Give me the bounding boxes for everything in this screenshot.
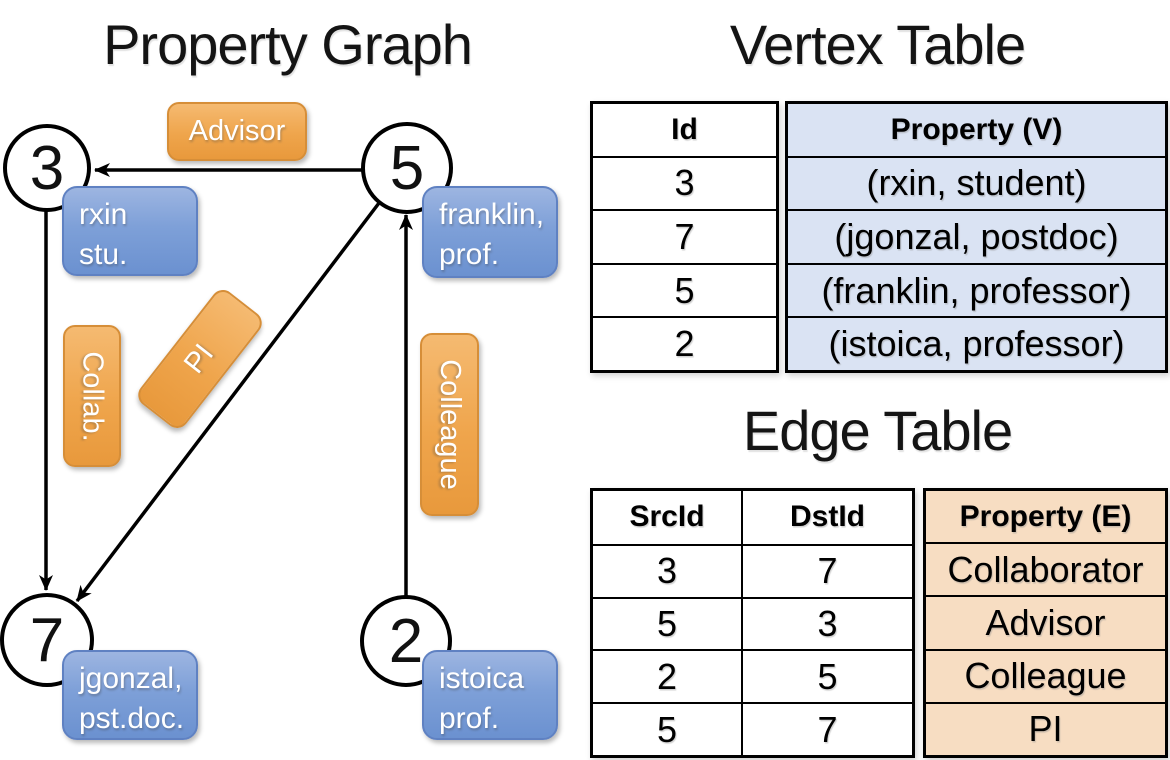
vertex-table-id-cell: 3 <box>593 155 776 210</box>
vertex-table-title: Vertex Table <box>729 13 1026 76</box>
vertex-property-5-line1: franklin, <box>439 198 545 231</box>
edge-table-property-header: Property (E) <box>926 491 1165 543</box>
edge-5-to-7 <box>75 201 381 603</box>
edge-table-ids-columns: SrcId DstId 3 7 5 3 2 5 5 7 <box>590 488 915 758</box>
property-graph-title: Property Graph <box>103 13 473 76</box>
vertex-table-property-header: Property (V) <box>788 104 1165 156</box>
vertex-table-id-header: Id <box>671 112 698 146</box>
vertex-table-id-cell: 5 <box>593 262 776 317</box>
node-id-7: 7 <box>29 605 65 675</box>
edge-table-property-cell: PI <box>926 701 1165 756</box>
edge-label-pi-text: PI <box>178 338 221 380</box>
node-id-2: 2 <box>388 606 424 676</box>
vertex-property-5-line2: prof. <box>439 237 500 271</box>
edge-table-dst-cell: 3 <box>741 596 912 650</box>
vertex-table-property-column: Property (V) (rxin, student) (jgonzal, p… <box>785 101 1168 373</box>
vertex-property-box-5: franklin, prof. <box>422 186 558 278</box>
edge-table-property-cell: Collaborator <box>926 542 1165 596</box>
edge-table-src-cell: 5 <box>593 596 741 650</box>
edge-label-colleague-text: Colleague <box>434 359 467 490</box>
node-id-3: 3 <box>29 133 65 203</box>
edge-table-src-cell: 3 <box>593 543 741 597</box>
edge-label-colleague: Colleague <box>420 333 479 516</box>
vertex-table-id-cell: 2 <box>593 316 776 370</box>
edge-label-collab: Collab. <box>63 325 121 467</box>
vertex-property-2-line1: istoica <box>439 662 525 695</box>
vertex-property-2-line2: prof. <box>439 701 500 735</box>
vertex-property-3-line2: stu. <box>79 237 128 271</box>
edge-label-advisor-text: Advisor <box>188 115 286 147</box>
vertex-property-box-7: jgonzal, pst.doc. <box>62 650 198 740</box>
edge-label-collab-text: Collab. <box>76 350 109 442</box>
vertex-table-property-cell: (istoica, professor) <box>788 316 1165 370</box>
vertex-table-id-cell: 7 <box>593 209 776 263</box>
edge-table: SrcId DstId 3 7 5 3 2 5 5 7 Property (E)… <box>590 488 1168 758</box>
edge-table-src-header: SrcId <box>629 500 705 534</box>
vertex-property-7-line1: jgonzal, <box>79 662 183 695</box>
vertex-table: Id 3 7 5 2 Property (V) (rxin, student) … <box>590 101 1168 373</box>
edge-label-advisor: Advisor <box>167 102 307 161</box>
edge-table-dst-cell: 7 <box>741 702 912 755</box>
vertex-property-box-2: istoica prof. <box>422 650 558 740</box>
edge-table-property-cell: Colleague <box>926 648 1165 702</box>
edge-table-dst-cell: 7 <box>741 543 912 597</box>
vertex-property-3-line1: rxin <box>79 198 128 231</box>
vertex-property-box-3: rxin stu. <box>62 186 198 276</box>
edge-table-dst-cell: 5 <box>741 649 912 703</box>
edge-table-src-cell: 5 <box>593 702 741 755</box>
vertex-table-property-cell: (jgonzal, postdoc) <box>788 209 1165 263</box>
edge-table-dst-header: DstId <box>741 491 912 544</box>
vertex-table-property-cell: (rxin, student) <box>788 155 1165 210</box>
vertex-table-property-cell: (franklin, professor) <box>788 262 1165 317</box>
edge-table-title: Edge Table <box>742 399 1013 462</box>
vertex-property-7-line2: pst.doc. <box>79 701 185 735</box>
vertex-table-id-column: Id 3 7 5 2 <box>590 101 779 373</box>
edge-table-property-column: Property (E) Collaborator Advisor Collea… <box>923 488 1168 758</box>
node-id-5: 5 <box>389 133 425 203</box>
edge-table-src-cell: 2 <box>593 649 741 702</box>
edge-table-property-cell: Advisor <box>926 595 1165 649</box>
